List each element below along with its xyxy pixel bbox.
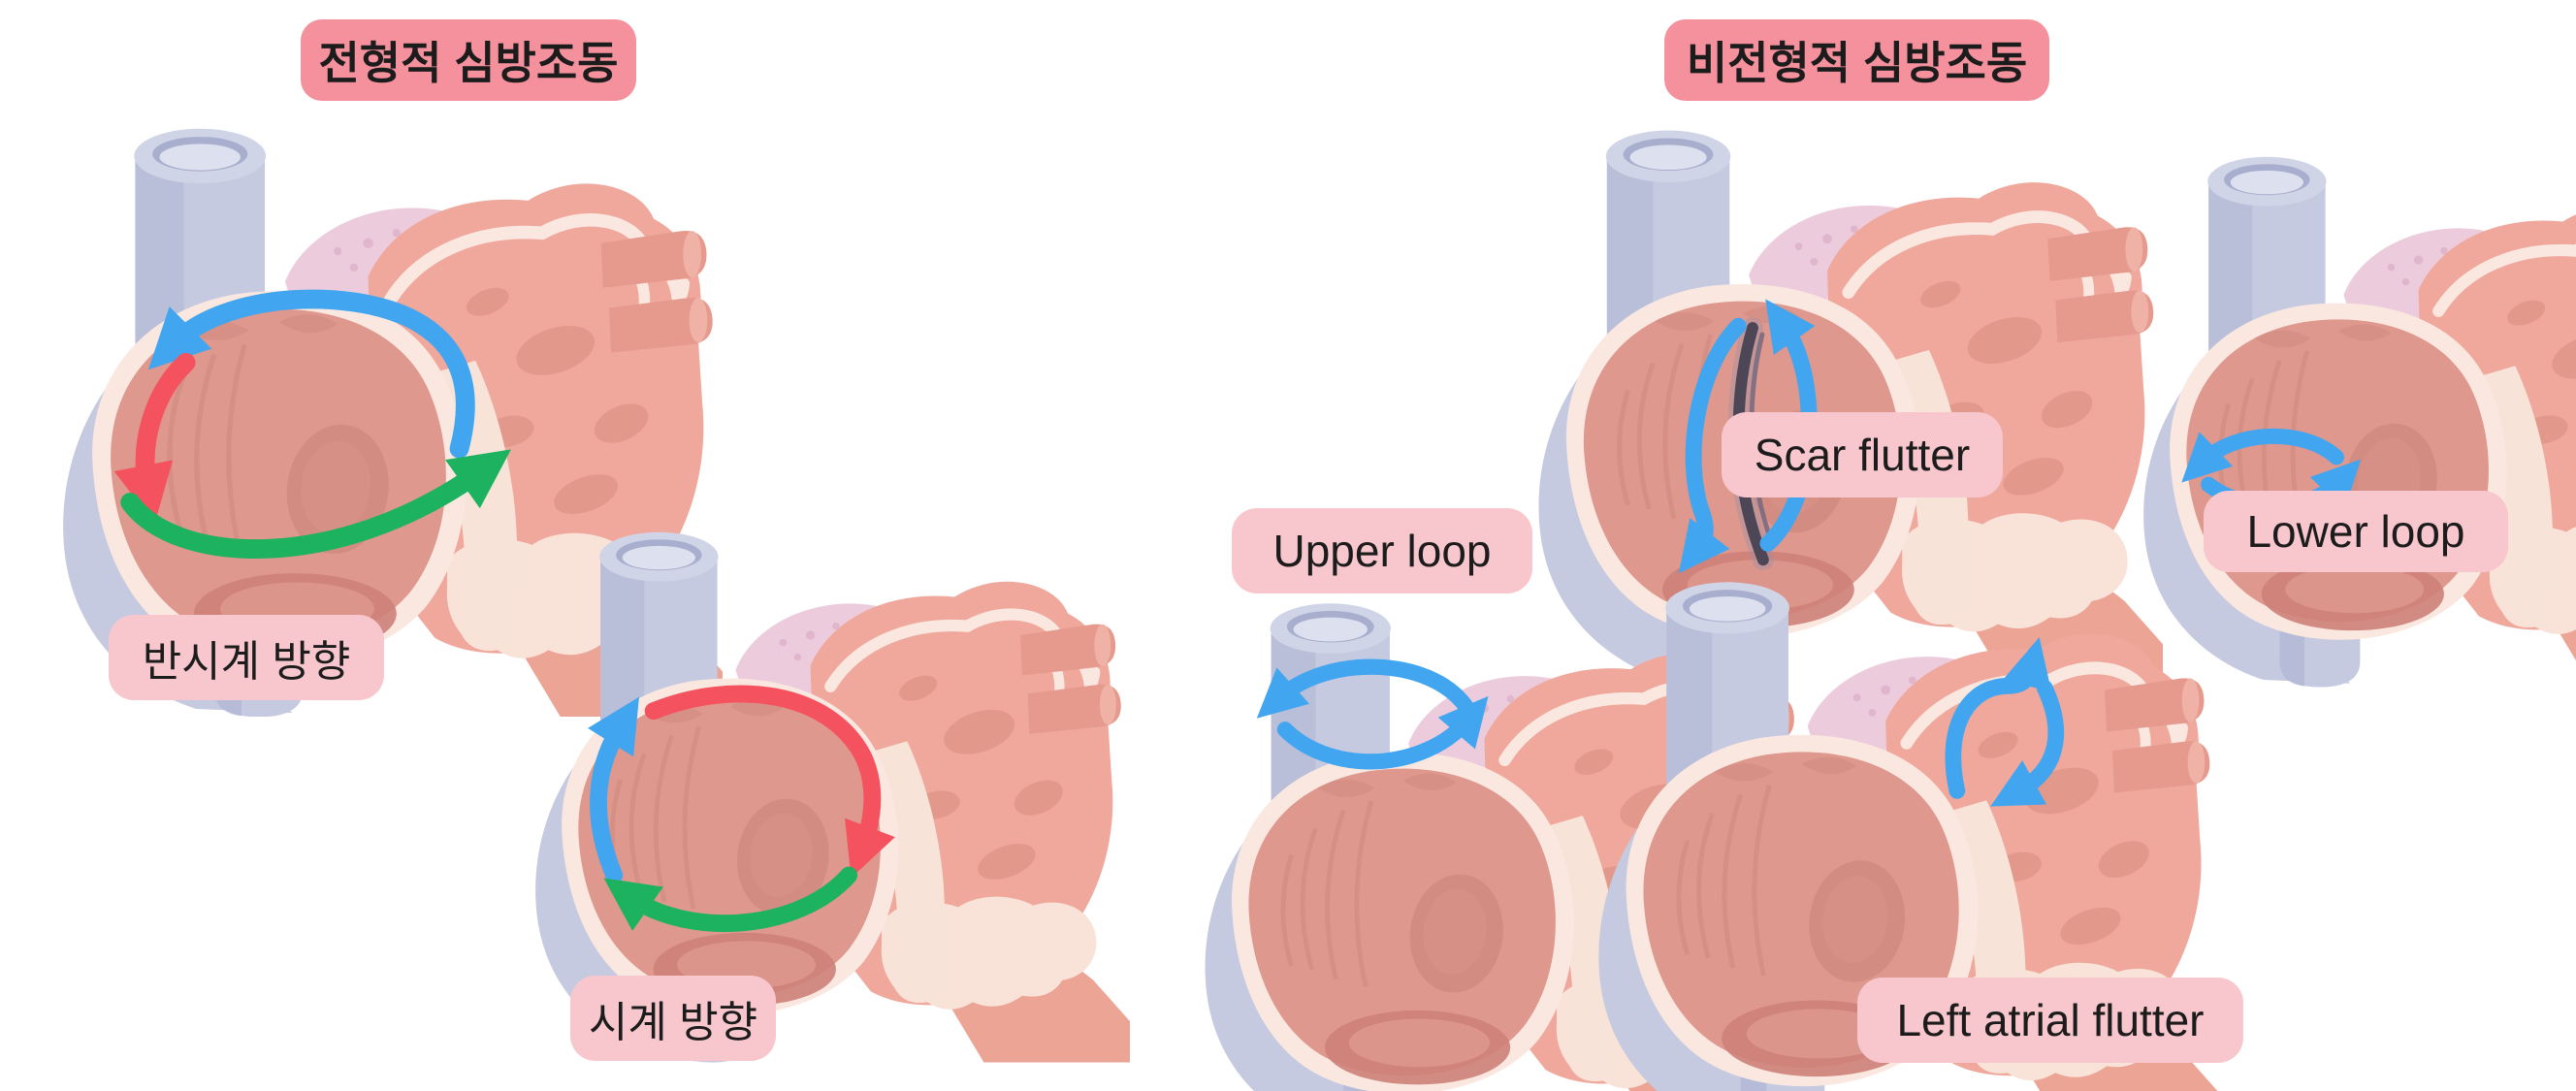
counterclockwise-circuit-arrows [113, 289, 511, 559]
heart-left-atrial-flutter [1571, 545, 2219, 1091]
label-left-atrial-flutter: Left atrial flutter [1857, 978, 2243, 1063]
ccw-green-arrow [120, 449, 511, 559]
cw-green-arrow [603, 866, 858, 933]
lower-loop-top-arrow [2181, 428, 2344, 483]
upper-loop-bottom-arrow [1276, 695, 1489, 770]
upper-loop-arrows [1256, 658, 1489, 770]
upper-loop-top-arrow [1256, 658, 1474, 719]
ccw-red-arrow [113, 352, 196, 525]
scar-blue-arrow-down [1678, 317, 1747, 574]
section-title-atypical: 비전형적 심방조동 [1664, 19, 2049, 101]
heart-counterclockwise [34, 89, 723, 717]
cw-red-arrow [644, 685, 895, 879]
heart-upper-loop [1178, 567, 1809, 1091]
label-lower-loop: Lower loop [2204, 491, 2508, 572]
label-clockwise: 시계 방향 [570, 976, 776, 1061]
section-title-typical: 전형적 심방조동 [301, 19, 636, 101]
left-atrial-up-arrow [1945, 637, 2052, 799]
ccw-blue-arrow [147, 289, 475, 459]
label-upper-loop: Upper loop [1232, 508, 1532, 594]
left-atrial-loop-arrows [1945, 637, 2065, 807]
label-counterclockwise: 반시계 방향 [109, 615, 384, 700]
label-scar-flutter: Scar flutter [1722, 412, 2003, 497]
clockwise-circuit-arrows [588, 685, 895, 933]
heart-clockwise [509, 497, 1130, 1063]
cw-blue-arrow [588, 696, 639, 884]
left-atrial-down-arrow [1990, 680, 2065, 807]
